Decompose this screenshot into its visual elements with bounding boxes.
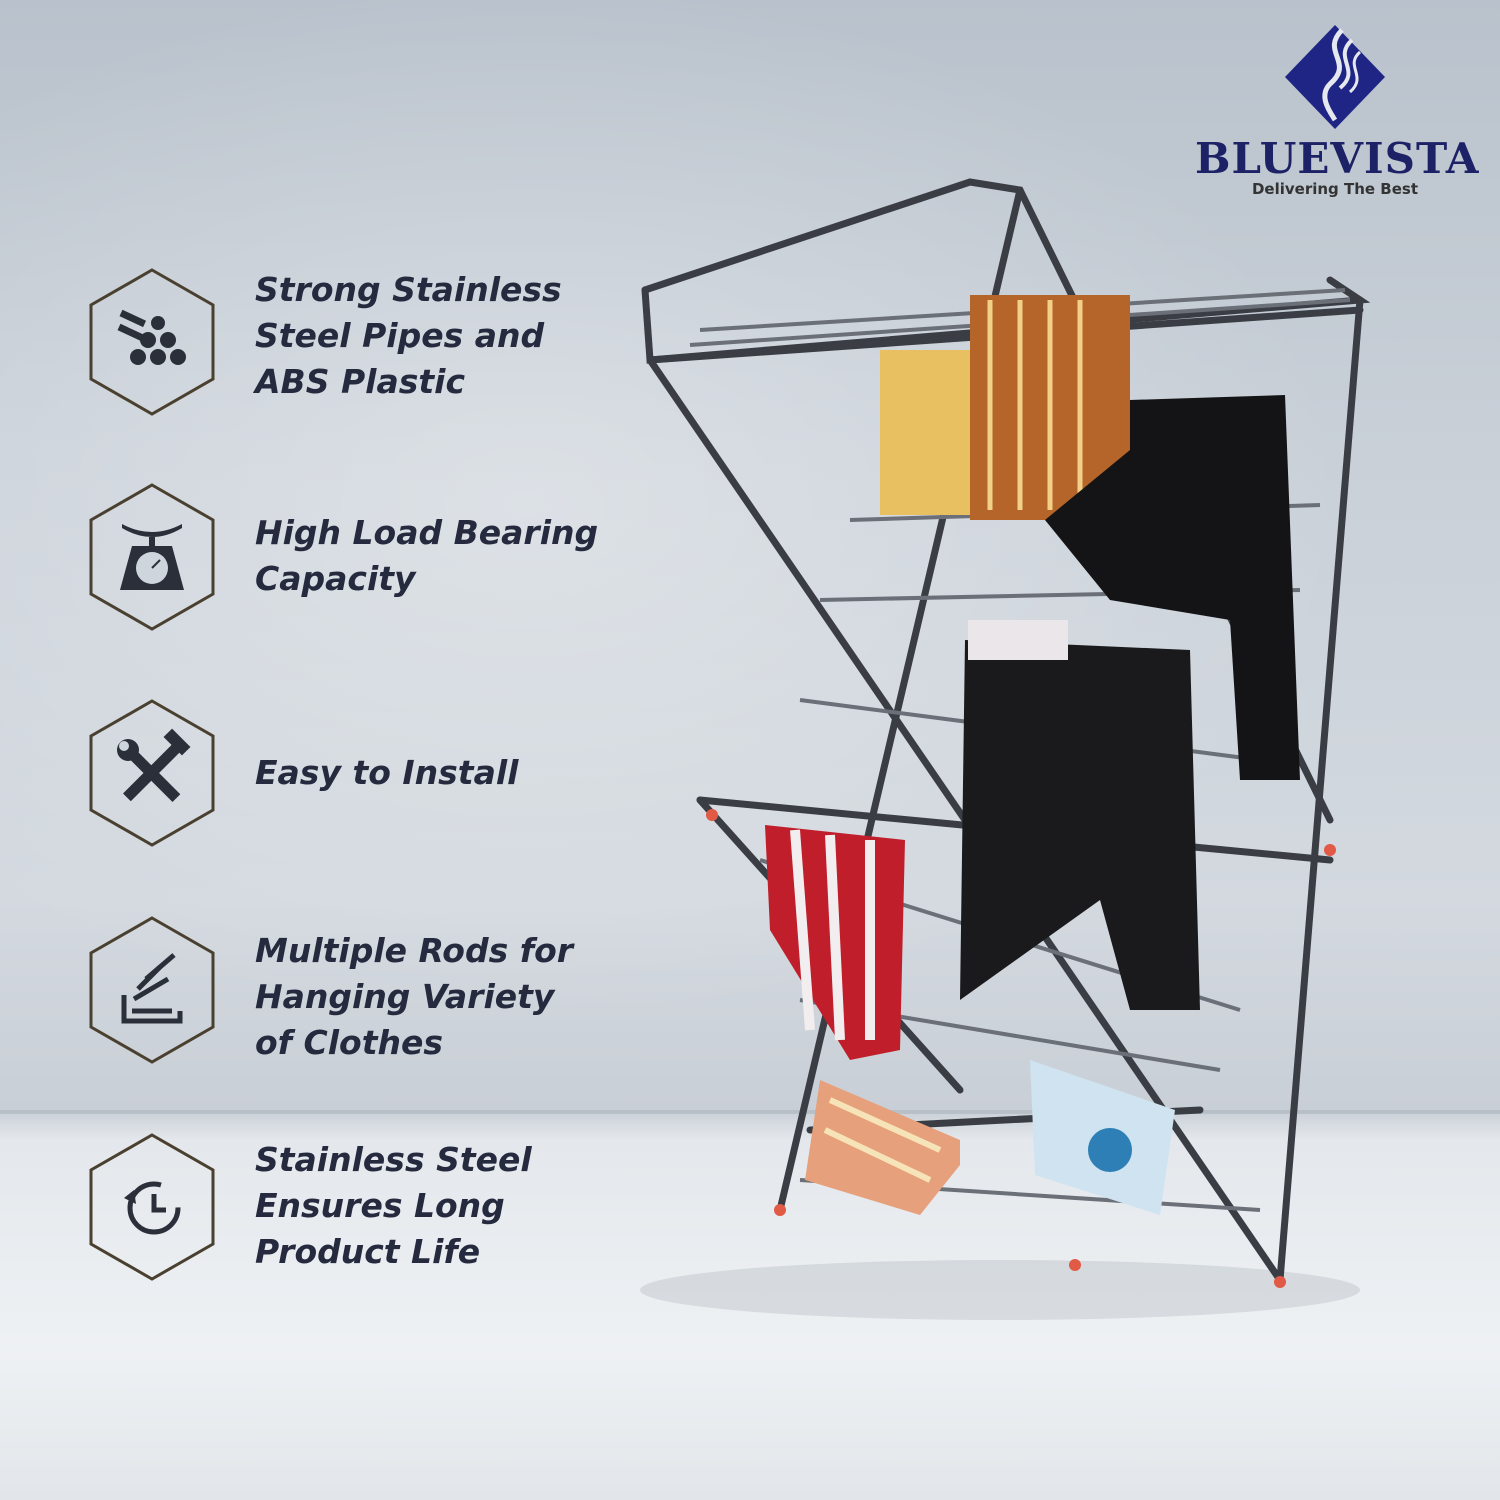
feature-text: Multiple Rods for Hanging Variety of Clo… bbox=[255, 928, 573, 1066]
brand-tagline: Delivering The Best bbox=[1251, 180, 1419, 198]
feature-line: High Load Bearing bbox=[255, 513, 599, 552]
rods-icon bbox=[89, 916, 215, 1064]
clock-icon bbox=[89, 1133, 215, 1281]
brand-logo: BLUEVISTA Delivering The Best bbox=[1195, 22, 1480, 198]
weighing-scale-icon bbox=[89, 483, 215, 631]
pipes-icon bbox=[89, 268, 215, 416]
feature-line: Capacity bbox=[255, 559, 416, 598]
tools-icon bbox=[89, 699, 215, 847]
feature-materials: Strong Stainless Steel Pipes and ABS Pla… bbox=[88, 267, 648, 417]
feature-line: Easy to Install bbox=[255, 753, 519, 792]
brand-logo-icon bbox=[1285, 25, 1385, 129]
feature-text: High Load Bearing Capacity bbox=[255, 510, 598, 602]
feature-line: Product Life bbox=[255, 1232, 481, 1271]
feature-line: Ensures Long bbox=[255, 1186, 505, 1225]
feature-line: Stainless Steel bbox=[255, 1140, 532, 1179]
feature-rods: Multiple Rods for Hanging Variety of Clo… bbox=[88, 915, 648, 1065]
feature-durability: Stainless Steel Ensures Long Product Lif… bbox=[88, 1132, 648, 1282]
feature-text: Strong Stainless Steel Pipes and ABS Pla… bbox=[255, 267, 562, 405]
feature-line: of Clothes bbox=[255, 1023, 444, 1062]
feature-line: ABS Plastic bbox=[255, 362, 466, 401]
floor-edge bbox=[0, 1110, 1500, 1114]
feature-line: Multiple Rods for bbox=[255, 931, 574, 970]
feature-text: Stainless Steel Ensures Long Product Lif… bbox=[255, 1137, 532, 1275]
clothes-drying-rack-image bbox=[640, 178, 1371, 1320]
feature-load: High Load Bearing Capacity bbox=[88, 482, 648, 632]
feature-line: Hanging Variety bbox=[255, 977, 555, 1016]
feature-line: Strong Stainless bbox=[255, 270, 562, 309]
feature-line: Steel Pipes and bbox=[255, 316, 545, 355]
feature-install: Easy to Install bbox=[88, 698, 648, 848]
brand-name: BLUEVISTA bbox=[1195, 134, 1480, 183]
feature-text: Easy to Install bbox=[255, 750, 518, 796]
